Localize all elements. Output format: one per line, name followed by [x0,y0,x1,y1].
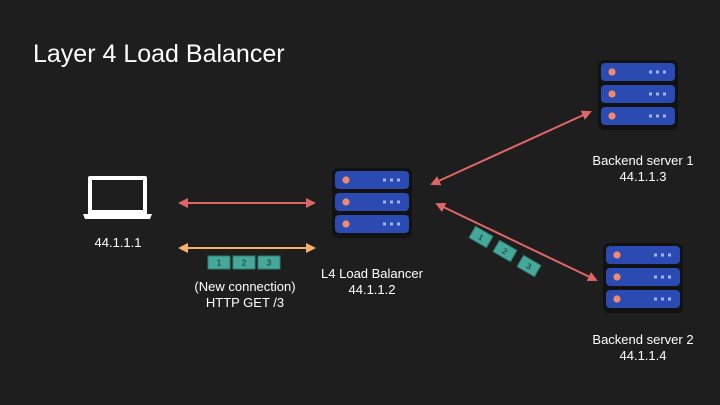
client-packet-2: 2 [232,255,256,270]
svg-text:2: 2 [242,259,247,268]
svg-text:1: 1 [217,259,222,268]
svg-text:3: 3 [267,259,272,268]
load-balancer-name: L4 Load Balancer [321,266,423,281]
load-balancer-server-icon [332,168,412,238]
load-balancer-ip: 44.1.1.2 [348,282,396,297]
backend-server-1-name: Backend server 1 [592,153,694,168]
backend-server-1-icon [598,60,678,130]
svg-text:2: 2 [501,246,510,256]
request-line-1: (New connection) [194,279,296,294]
request-line-2: HTTP GET /3 [205,295,285,310]
request-label: (New connection) HTTP GET /3 [175,279,315,311]
load-balancer-label: L4 Load Balancer 44.1.1.2 [312,266,432,298]
backend-packet-2: 2 [492,239,518,263]
lb-backend2-arrow [435,202,598,282]
lb-backend1-arrow [430,110,592,186]
slide-title: Layer 4 Load Balancer [33,40,285,68]
backend-packet-1: 1 [468,225,494,249]
client-ip-label: 44.1.1.1 [94,235,142,250]
svg-text:1: 1 [477,232,486,242]
backend-server-1-ip: 44.1.1.3 [619,169,667,184]
backend-packet-3: 3 [516,254,542,278]
client-packet-1: 1 [207,255,231,270]
backend-server-2-ip: 44.1.1.4 [619,348,667,363]
backend-server-2-icon [603,243,683,313]
client-packet-3: 3 [257,255,281,270]
backend-server-2-name: Backend server 2 [592,332,694,347]
svg-text:3: 3 [525,261,534,271]
backend-server-1-label: Backend server 1 44.1.1.3 [578,153,708,185]
backend-server-2-label: Backend server 2 44.1.1.4 [578,332,708,364]
laptop-icon [83,176,152,219]
